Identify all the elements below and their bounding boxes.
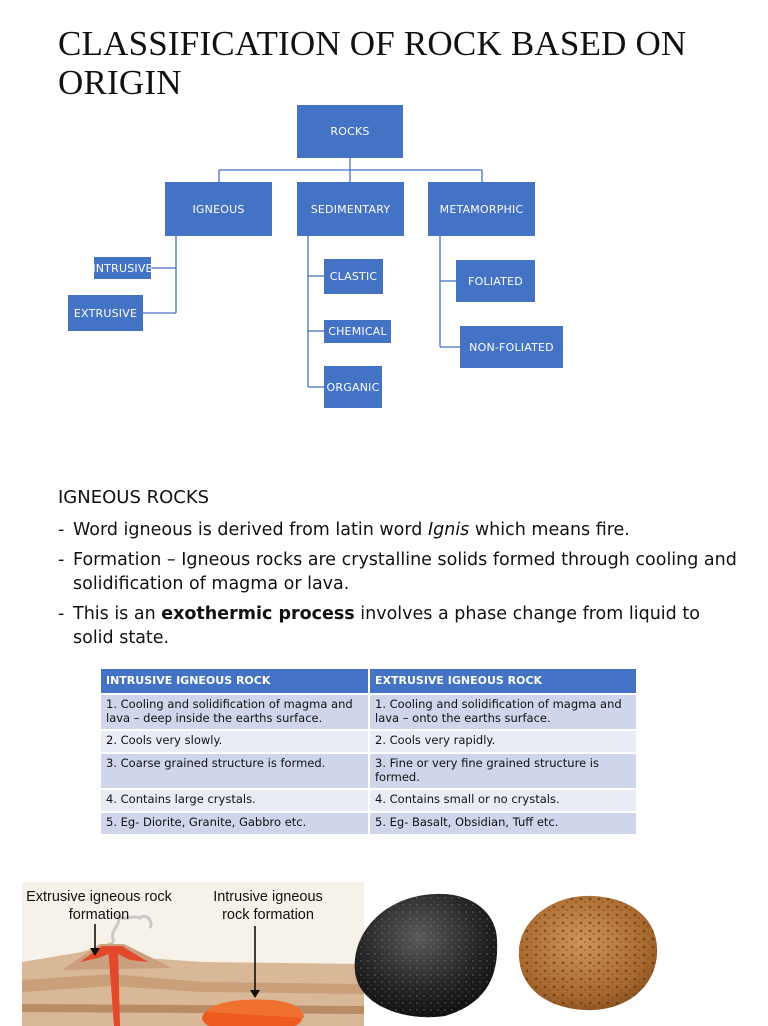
section-heading: IGNEOUS ROCKS — [58, 487, 210, 508]
label-intrusive-wrap: Intrusive igneous rock formation — [213, 889, 323, 923]
table-cell: 1. Cooling and solidification of magma a… — [369, 693, 638, 730]
rock-strata — [22, 974, 364, 994]
basalt-rock-image — [354, 893, 498, 1018]
bullet-item: -This is an exothermic process involves … — [58, 602, 738, 650]
bullet-text: This is an — [73, 604, 162, 624]
table-row: 2. Cools very slowly. 2. Cools very rapi… — [101, 729, 638, 753]
comparison-table: INTRUSIVE IGNEOUS ROCK EXTRUSIVE IGNEOUS… — [101, 669, 638, 834]
bullet-text: Formation – Igneous rocks are crystallin… — [73, 550, 737, 594]
bullet-text: which means fire. — [469, 520, 630, 540]
classification-chart: ROCKS IGNEOUS SEDIMENTARY METAMORPHIC IN… — [0, 0, 768, 430]
table-header: INTRUSIVE IGNEOUS ROCK — [101, 669, 370, 694]
table-cell: 2. Cools very slowly. — [101, 729, 370, 753]
table-cell: 4. Contains large crystals. — [101, 788, 370, 812]
steam-plume — [111, 911, 153, 943]
table-cell: 3. Fine or very fine grained structure i… — [369, 752, 638, 789]
table-row: 1. Cooling and solidification of magma a… — [101, 693, 638, 730]
table-cell: 1. Cooling and solidification of magma a… — [101, 693, 370, 730]
chart-connectors — [143, 158, 483, 388]
node-rocks: ROCKS — [297, 105, 403, 158]
bullet-dash: - — [58, 520, 65, 540]
label-intrusive: Intrusive igneous rock formation — [213, 889, 323, 923]
bullet-bold: exothermic process — [161, 604, 355, 624]
node-extrusive: EXTRUSIVE — [68, 295, 143, 331]
node-intrusive: INTRUSIVE — [92, 257, 153, 279]
node-organic: ORGANIC — [324, 366, 382, 408]
table-header: EXTRUSIVE IGNEOUS ROCK — [369, 669, 638, 694]
node-sedimentary: SEDIMENTARY — [297, 182, 404, 236]
magma-conduit — [108, 946, 120, 1026]
node-clastic: CLASTIC — [324, 259, 383, 294]
bullet-item: -Formation – Igneous rocks are crystalli… — [58, 548, 738, 596]
table-row: 4. Contains large crystals. 4. Contains … — [101, 788, 638, 812]
arrow-head — [90, 948, 100, 956]
bullet-dash: - — [58, 550, 65, 570]
rock-texture — [518, 895, 658, 1011]
node-metamorphic: METAMORPHIC — [428, 182, 535, 236]
volcano-diagram: Extrusive igneous rock formation Intrusi… — [22, 882, 364, 1026]
bullet-text: Word igneous is derived from latin word — [73, 520, 428, 540]
table-cell: 3. Coarse grained structure is formed. — [101, 752, 370, 789]
bullet-list: -Word igneous is derived from latin word… — [58, 518, 738, 656]
table-cell: 2. Cools very rapidly. — [369, 729, 638, 753]
tuff-rock-image — [518, 895, 658, 1011]
image-strip: Extrusive igneous rock formation Intrusi… — [0, 880, 768, 1026]
label-extrusive: Extrusive igneous rock formation — [26, 889, 172, 923]
table-cell: 4. Contains small or no crystals. — [369, 788, 638, 812]
node-chemical: CHEMICAL — [324, 320, 391, 343]
table-cell: 5. Eg- Diorite, Granite, Gabbro etc. — [101, 811, 370, 834]
table-header-row: INTRUSIVE IGNEOUS ROCK EXTRUSIVE IGNEOUS… — [101, 669, 638, 694]
node-foliated: FOLIATED — [456, 260, 535, 302]
arrow-head — [250, 990, 260, 998]
magma-chamber-top — [207, 999, 304, 1018]
table-row: 5. Eg- Diorite, Granite, Gabbro etc. 5. … — [101, 811, 638, 834]
page-title: CLASSIFICATION OF ROCK BASED ON ORIGIN — [58, 24, 687, 102]
bullet-text: involves a phase change from liquid to s… — [73, 604, 700, 648]
bullet-emphasis: Ignis — [427, 520, 470, 540]
table-cell: 5. Eg- Basalt, Obsidian, Tuff etc. — [369, 811, 638, 834]
rock-texture — [354, 893, 498, 1018]
label-extrusive-wrap: Extrusive igneous rock formation — [26, 889, 172, 923]
table-row: 3. Coarse grained structure is formed. 3… — [101, 752, 638, 789]
node-igneous: IGNEOUS — [165, 182, 272, 236]
bullet-dash: - — [58, 604, 65, 624]
node-non-foliated: NON-FOLIATED — [460, 326, 563, 368]
bullet-item: -Word igneous is derived from latin word… — [58, 518, 738, 542]
